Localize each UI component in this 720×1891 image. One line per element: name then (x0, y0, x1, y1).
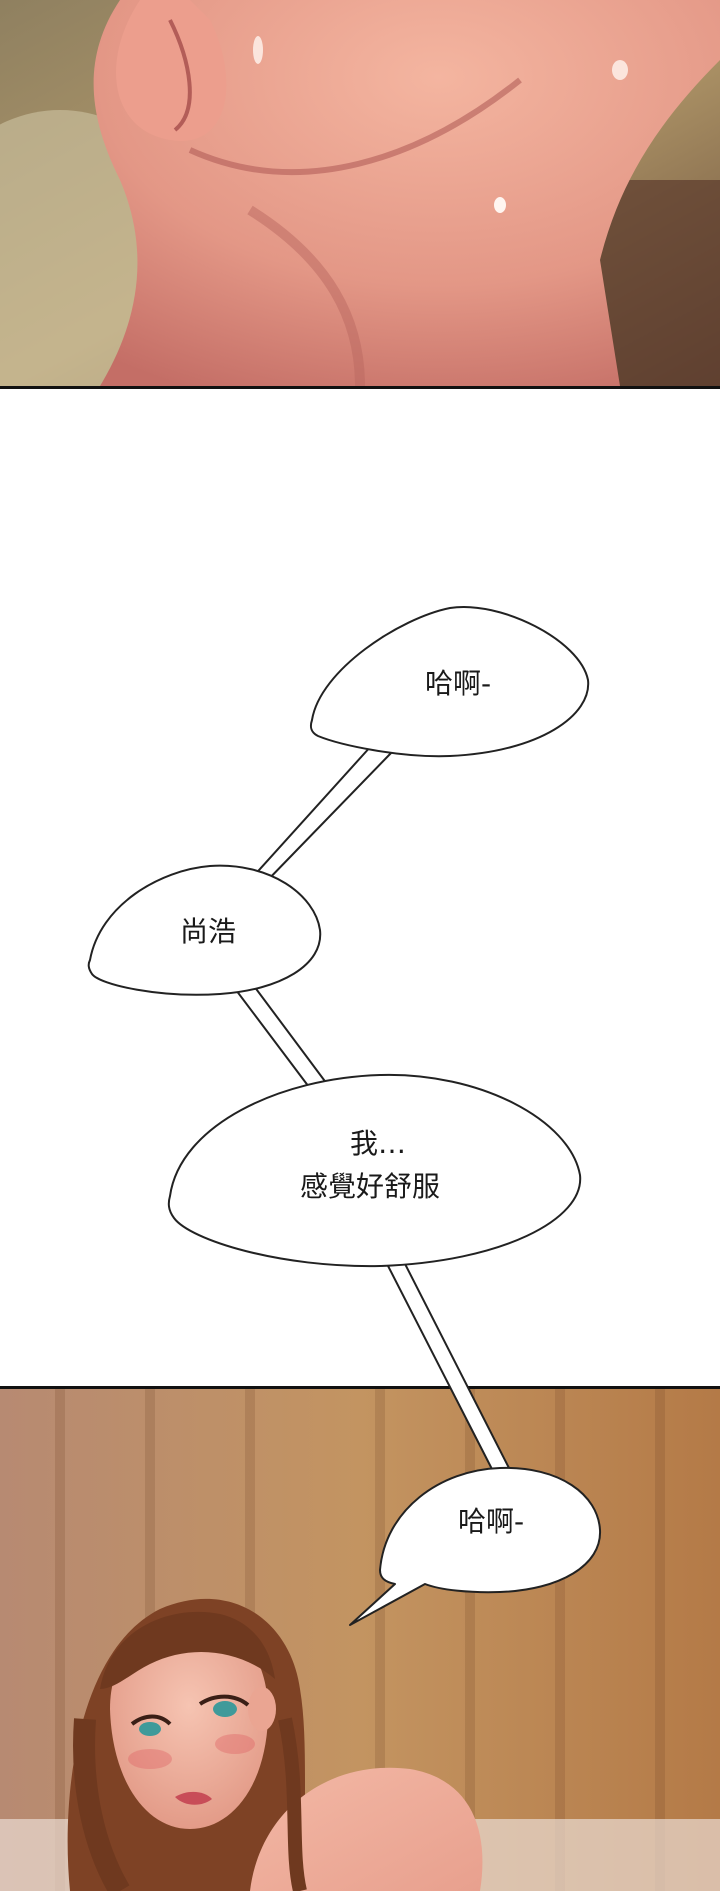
panel-neck-closeup (0, 0, 720, 389)
neck-closeup-art (0, 0, 720, 386)
speech-bubble-2 (87, 864, 322, 996)
bubble-2-text: 尚浩 (180, 915, 237, 948)
bubble-connector (249, 744, 393, 887)
bubble-connector (229, 977, 331, 1096)
bubble-connector (384, 1257, 511, 1476)
bubble-3-line1: 我… (350, 1127, 407, 1160)
bubble-1-text: 哈啊- (425, 667, 492, 700)
speech-bubble-1 (309, 606, 590, 758)
speech-bubble-3 (167, 1073, 582, 1268)
panel-woman-portrait (0, 1386, 720, 1891)
bubble-4-text: 哈啊- (458, 1505, 525, 1538)
bubble-3-line2: 感覺好舒服 (300, 1170, 441, 1203)
woman-portrait-art (0, 1389, 720, 1891)
speech-bubble-4 (349, 1466, 602, 1626)
